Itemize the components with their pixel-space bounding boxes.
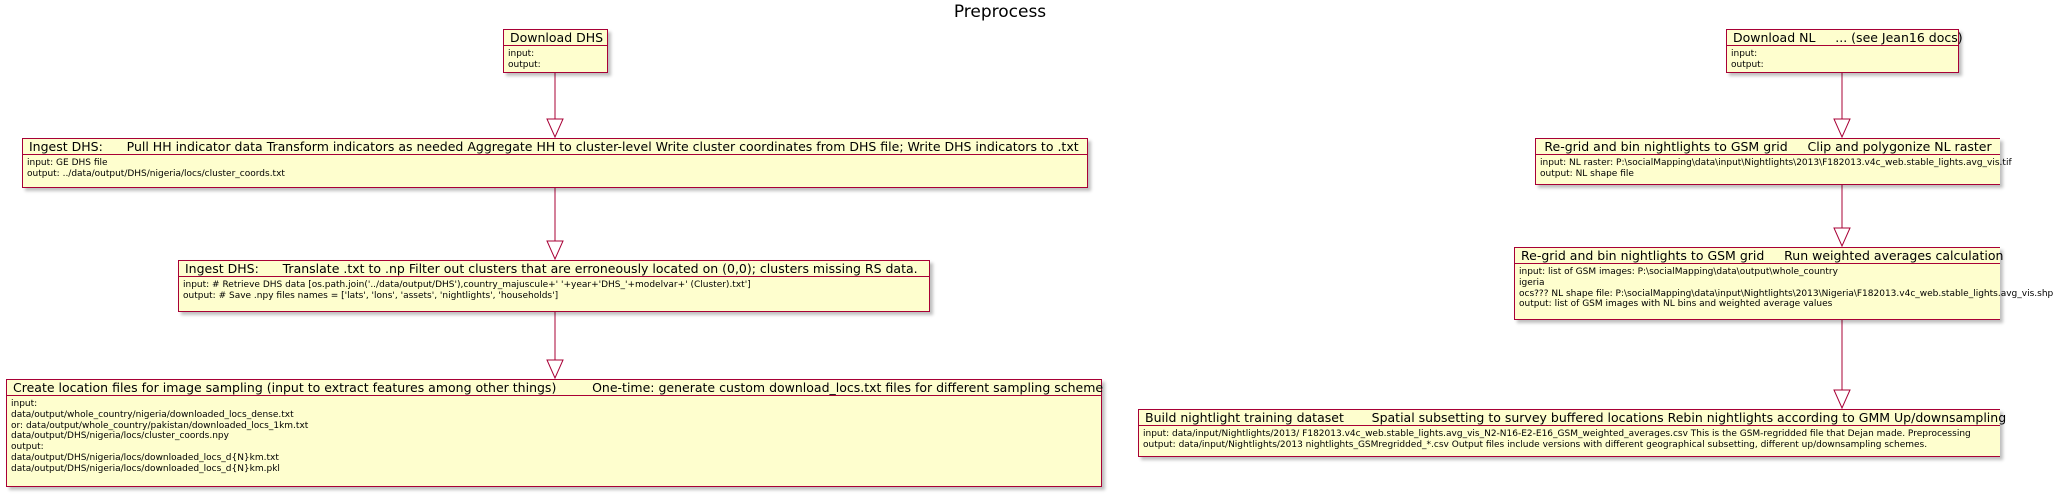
node-body: input: list of GSM images: P:\socialMapp…: [1515, 264, 2053, 312]
node-line: input: # Retrieve DHS data [os.path.join…: [183, 280, 751, 290]
connector-layer: [546, 73, 1851, 410]
node-location-files: Create location files for image sampling…: [6, 379, 1103, 487]
node-line: output:: [1731, 59, 1764, 70]
node-line: data/output/whole_country/nigeria/downlo…: [11, 409, 294, 420]
diagram-title: Preprocess: [953, 2, 1047, 22]
node-line: data/output/DHS/nigeria/locs/cluster_coo…: [11, 431, 229, 442]
node-line: input:: [1731, 49, 1758, 59]
node-line: ocs??? NL shape file: P:\socialMapping\d…: [1519, 288, 2053, 299]
node-line: output:: [508, 59, 541, 70]
node-line: output: data/input/Nightlights/2013 nigh…: [1143, 439, 1928, 450]
arrow-download-dhs-to-ingest-1: [546, 73, 564, 139]
arrow-ingest-1-to-ingest-2: [546, 188, 564, 261]
node-ingest-dhs-1: Ingest DHS: Pull HH indicator data Trans…: [22, 138, 1088, 188]
node-line: output: ../data/output/DHS/nigeria/locs/…: [27, 168, 285, 179]
node-line: input: list of GSM images: P:\socialMapp…: [1519, 267, 1838, 277]
node-line: input: GE DHS file: [27, 158, 108, 168]
arrow-regrid-2-to-training-dataset: [1833, 320, 1851, 410]
node-regrid-2: Re-grid and bin nightlights to GSM grid …: [1514, 247, 2053, 320]
node-body: input: GE DHS file output: ../data/outpu…: [23, 155, 1087, 182]
arrow-ingest-2-to-location-files: [546, 312, 564, 380]
node-line: or: data/output/whole_country/pakistan/d…: [11, 420, 309, 431]
node-body: input: NL raster: P:\socialMapping\data\…: [1536, 155, 2012, 182]
node-title: Ingest DHS: Translate .txt to .np Filter…: [179, 261, 929, 277]
node-line: output: # Save .npy files names = ['lats…: [183, 290, 559, 301]
node-body: input: # Retrieve DHS data [os.path.join…: [179, 277, 929, 304]
node-line: input: data/input/Nightlights/2013/ F182…: [1143, 429, 1971, 439]
node-training-dataset: Build nightlight training dataset Spatia…: [1138, 409, 2006, 457]
node-line: input:: [11, 399, 38, 409]
node-download-dhs: Download DHS input: output:: [503, 29, 608, 73]
node-body: input: output:: [504, 46, 607, 73]
node-line: data/output/DHS/nigeria/locs/downloaded_…: [11, 452, 279, 463]
node-body: input: data/input/Nightlights/2013/ F182…: [1139, 426, 2000, 453]
node-title: Ingest DHS: Pull HH indicator data Trans…: [23, 139, 1087, 155]
node-download-nl: Download NL ... (see Jean16 docs) input:…: [1726, 29, 1963, 73]
node-title: Download NL ... (see Jean16 docs): [1727, 30, 1963, 46]
node-title: Re-grid and bin nightlights to GSM grid …: [1515, 248, 2003, 264]
node-body: input: output:: [1727, 46, 1958, 73]
node-ingest-dhs-2: Ingest DHS: Translate .txt to .np Filter…: [178, 260, 930, 312]
node-title: Re-grid and bin nightlights to GSM grid …: [1536, 139, 2000, 155]
arrow-regrid-1-to-regrid-2: [1833, 185, 1851, 248]
node-line: data/output/DHS/nigeria/locs/downloaded_…: [11, 463, 280, 474]
node-body: input: data/output/whole_country/nigeria…: [7, 396, 1101, 477]
node-title: Download DHS: [504, 30, 607, 46]
node-line: output: list of GSM images with NL bins …: [1519, 299, 1833, 310]
node-regrid-1: Re-grid and bin nightlights to GSM grid …: [1535, 138, 2012, 185]
node-line: input: NL raster: P:\socialMapping\data\…: [1540, 158, 2012, 168]
arrow-download-nl-to-regrid-1: [1833, 73, 1851, 139]
node-title: Create location files for image sampling…: [7, 380, 1103, 396]
node-line: igeria: [1519, 277, 1545, 288]
node-line: output: NL shape file: [1540, 168, 1634, 179]
node-title: Build nightlight training dataset Spatia…: [1139, 410, 2006, 426]
node-line: output:: [11, 442, 44, 453]
node-line: input:: [508, 49, 535, 59]
